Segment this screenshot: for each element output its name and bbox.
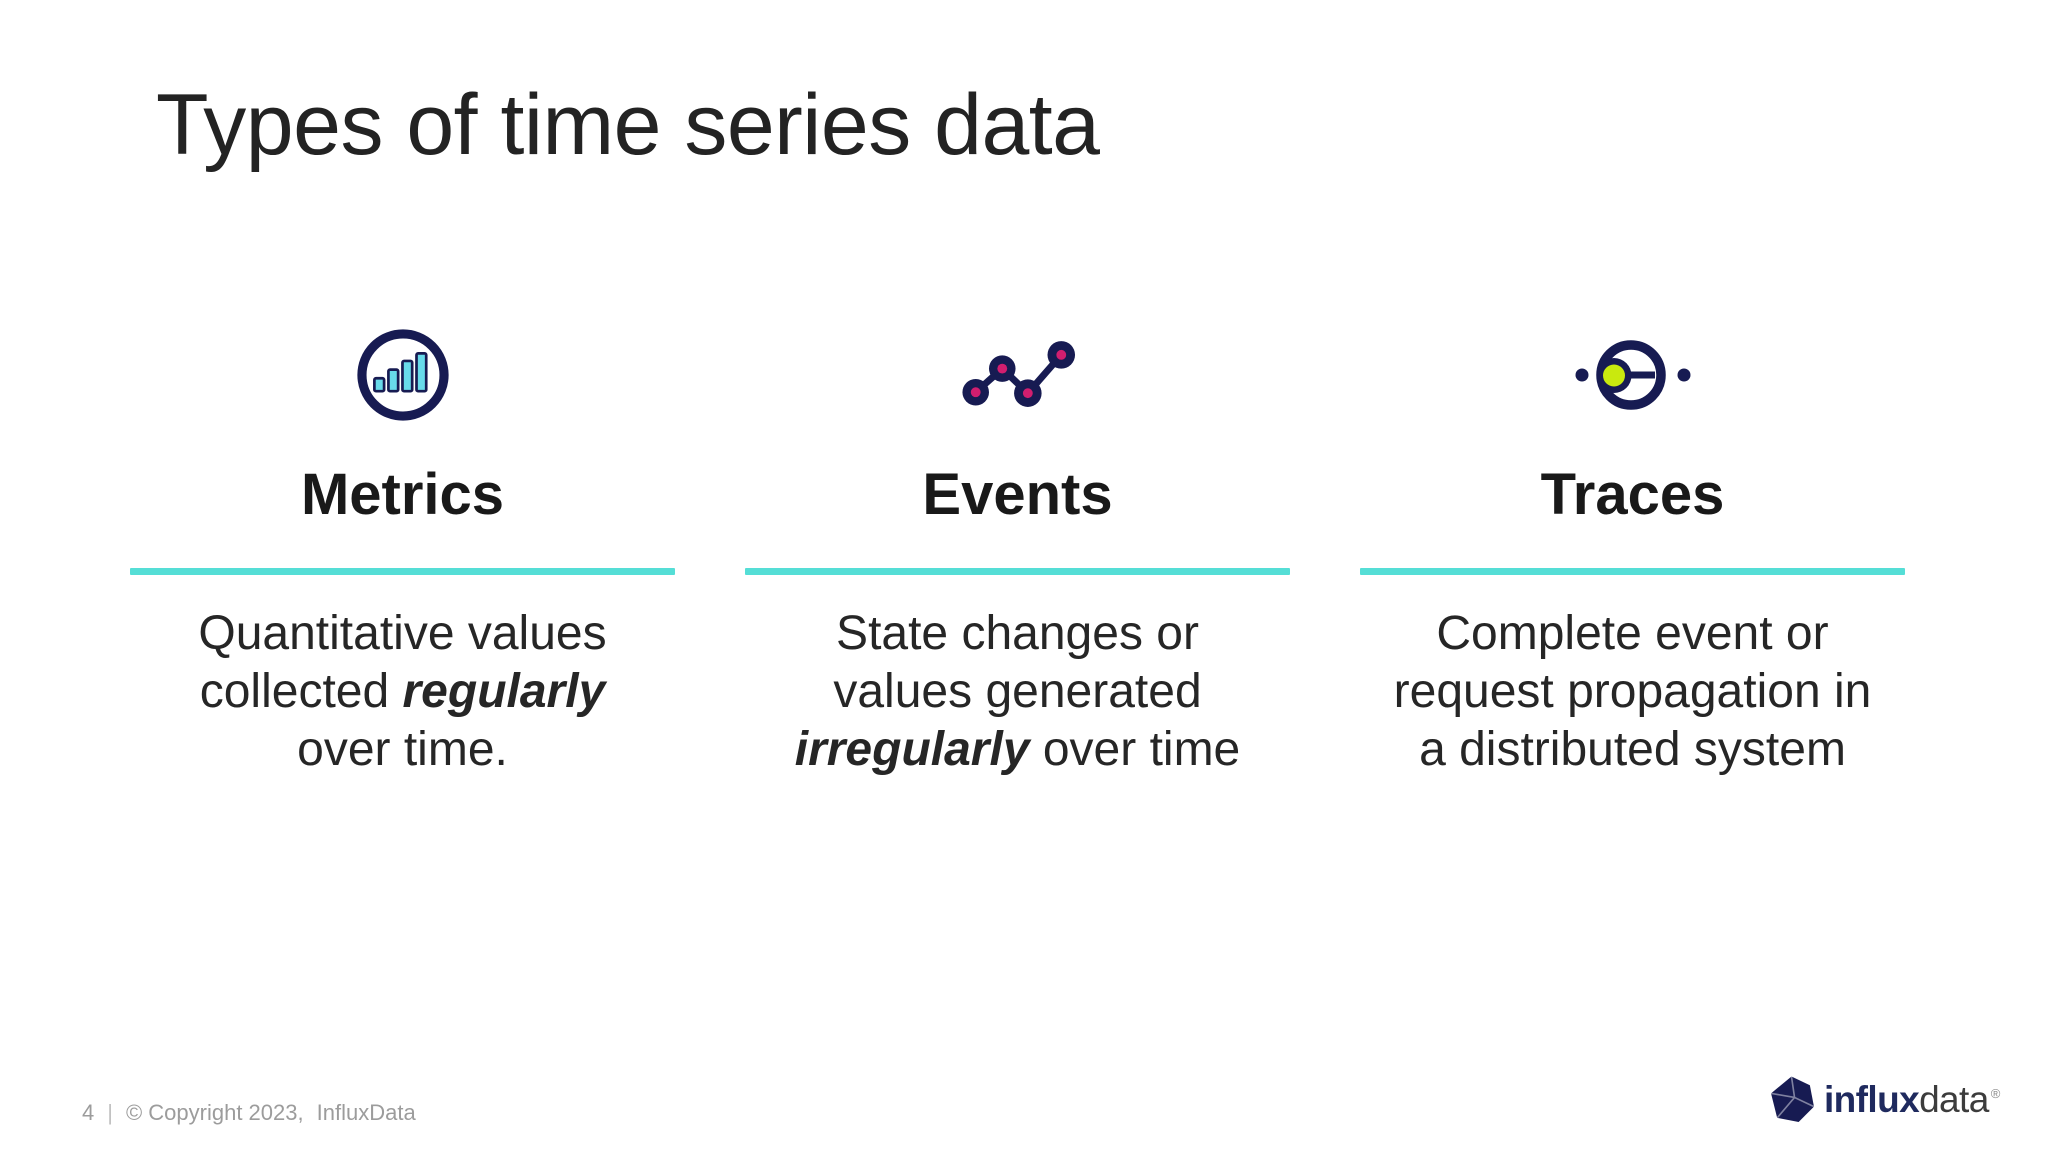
page-number: 4 bbox=[82, 1100, 95, 1125]
footer-divider: | bbox=[107, 1100, 113, 1125]
registered-trademark-symbol: ® bbox=[1990, 1085, 2001, 1101]
company-name: InfluxData bbox=[316, 1100, 416, 1125]
desc-text: Complete event or request propagation in… bbox=[1393, 607, 1872, 776]
desc-text: over time. bbox=[297, 723, 508, 776]
column-events: Events State changes or values generated… bbox=[745, 300, 1290, 779]
slide-title: Types of time series data bbox=[156, 77, 1100, 173]
teal-divider bbox=[745, 568, 1290, 575]
teal-divider bbox=[130, 568, 675, 575]
influxdata-cube-icon bbox=[1770, 1076, 1815, 1122]
column-heading-metrics: Metrics bbox=[300, 462, 505, 527]
events-description: State changes or values generated irregu… bbox=[745, 605, 1290, 779]
copyright-text: © Copyright 2023, bbox=[125, 1100, 304, 1125]
desc-text: over time bbox=[1029, 723, 1241, 776]
desc-text: State changes or values generated bbox=[833, 607, 1202, 718]
teal-divider bbox=[1360, 568, 1905, 575]
metrics-description: Quantitative values collected regularly … bbox=[130, 605, 675, 779]
traces-description: Complete event or request propagation in… bbox=[1360, 605, 1905, 779]
logo-influx: influx bbox=[1824, 1078, 1920, 1120]
metrics-bar-chart-icon bbox=[130, 300, 675, 450]
desc-emphasis: irregularly bbox=[794, 723, 1030, 776]
logo-data: data bbox=[1919, 1078, 1989, 1120]
traces-span-icon bbox=[1360, 300, 1905, 450]
column-heading-events: Events bbox=[922, 462, 1113, 527]
columns-row: Metrics Quantitative values collected re… bbox=[130, 300, 1905, 779]
events-scatter-line-icon bbox=[745, 300, 1290, 450]
desc-emphasis: regularly bbox=[402, 665, 606, 718]
column-heading-traces: Traces bbox=[1540, 462, 1725, 527]
slide-footer: 4 | © Copyright 2023, InfluxData bbox=[82, 1100, 416, 1126]
desc-text: Quantitative values collected bbox=[198, 607, 607, 718]
column-traces: Traces Complete event or request propaga… bbox=[1360, 300, 1905, 779]
column-metrics: Metrics Quantitative values collected re… bbox=[130, 300, 675, 779]
